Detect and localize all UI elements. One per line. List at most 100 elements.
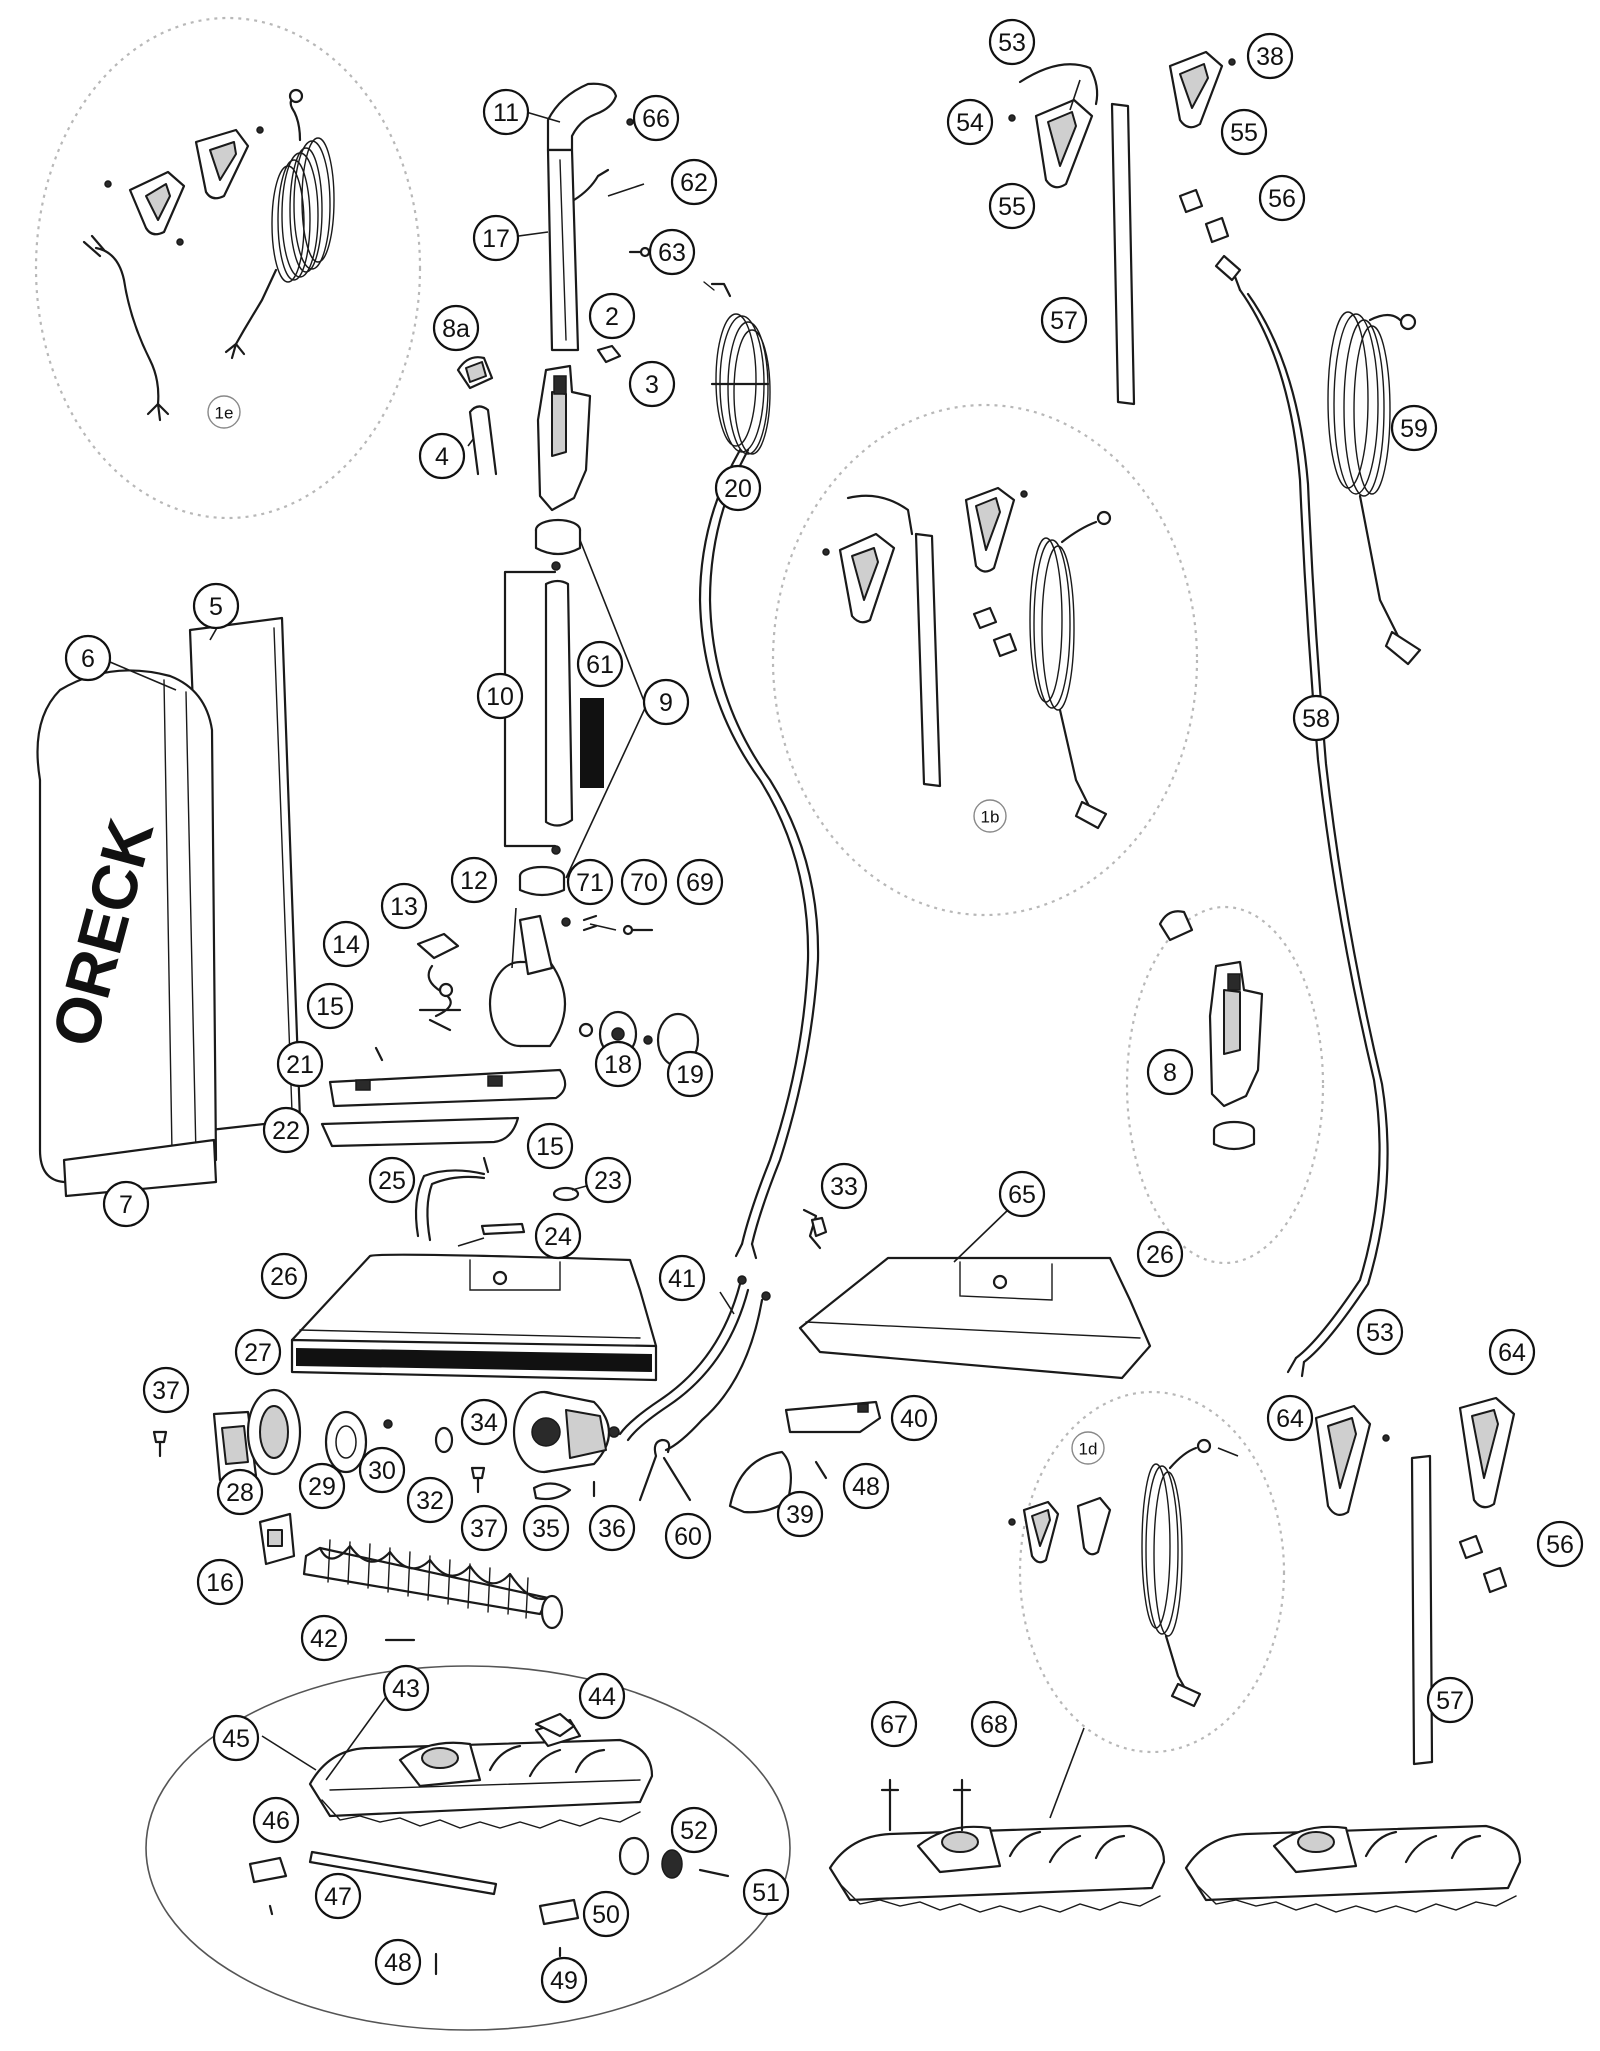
motor-housing-26 xyxy=(290,1253,658,1382)
callout-label: 59 xyxy=(1400,415,1428,443)
callout-label: 23 xyxy=(594,1167,622,1195)
power-cord-20 xyxy=(698,281,820,1260)
callout-37b: 37 xyxy=(460,1504,508,1552)
callout-64a: 64 xyxy=(1266,1394,1314,1442)
callout-label: 25 xyxy=(378,1167,406,1195)
base-assembly-group xyxy=(145,1665,791,2031)
base-plate-right-1 xyxy=(828,1778,1166,1913)
callout-34: 34 xyxy=(460,1398,508,1446)
callout-20: 20 xyxy=(714,464,762,512)
callout-17: 17 xyxy=(472,214,520,262)
callout-37a: 37 xyxy=(142,1366,190,1414)
callout-label: 36 xyxy=(598,1515,626,1543)
callout-8a: 8a xyxy=(432,304,480,352)
callout-label: 56 xyxy=(1546,1531,1574,1559)
callout-1e: 1e xyxy=(207,395,241,429)
callout-58: 58 xyxy=(1292,694,1340,742)
callout-label: 45 xyxy=(222,1725,250,1753)
callout-label: 18 xyxy=(604,1051,632,1079)
kit-1e-parts xyxy=(82,88,335,422)
callout-label: 61 xyxy=(586,651,614,679)
callout-label: 39 xyxy=(786,1501,814,1529)
callout-27: 27 xyxy=(234,1328,282,1376)
callout-7: 7 xyxy=(102,1180,150,1228)
callout-10: 10 xyxy=(476,672,524,720)
callout-label: 8 xyxy=(1163,1059,1177,1087)
callout-8: 8 xyxy=(1146,1048,1194,1096)
callout-54: 54 xyxy=(946,98,994,146)
switch-and-wires xyxy=(618,1208,828,1452)
callout-51: 51 xyxy=(742,1868,790,1916)
callout-label: 20 xyxy=(724,475,752,503)
callout-57b: 57 xyxy=(1426,1676,1474,1724)
callout-12: 12 xyxy=(450,856,498,904)
callout-label: 30 xyxy=(368,1457,396,1485)
callout-label: 64 xyxy=(1276,1405,1304,1433)
bag-assembly: ORECK xyxy=(36,616,302,1198)
callout-50: 50 xyxy=(582,1890,630,1938)
callout-55a: 55 xyxy=(988,182,1036,230)
callout-label: 5 xyxy=(209,593,223,621)
callout-26a: 26 xyxy=(260,1252,308,1300)
callout-label: 44 xyxy=(588,1683,616,1711)
base-plate-right-2 xyxy=(1184,1824,1522,1913)
callout-label: 19 xyxy=(676,1061,704,1089)
callout-label: 64 xyxy=(1498,1339,1526,1367)
callout-9: 9 xyxy=(642,678,690,726)
callout-26b: 26 xyxy=(1136,1230,1184,1278)
callout-label: 71 xyxy=(576,869,604,897)
callout-32: 32 xyxy=(406,1476,454,1524)
callout-label: 55 xyxy=(998,193,1026,221)
callout-19: 19 xyxy=(666,1050,714,1098)
callout-label: 12 xyxy=(460,867,488,895)
callout-15a: 15 xyxy=(306,982,354,1030)
callout-label: 9 xyxy=(659,689,673,717)
callout-46: 46 xyxy=(252,1796,300,1844)
handle-assembly xyxy=(456,82,651,897)
kit-1b-parts xyxy=(822,486,1112,830)
callout-62: 62 xyxy=(670,158,718,206)
callout-59: 59 xyxy=(1390,404,1438,452)
kit-1d-parts xyxy=(1008,1438,1212,1708)
callout-label: 38 xyxy=(1256,43,1284,71)
callout-69: 69 xyxy=(676,858,724,906)
callout-label: 15 xyxy=(536,1133,564,1161)
callout-label: 16 xyxy=(206,1569,234,1597)
kit-1b-group xyxy=(771,403,1199,917)
callout-label: 48 xyxy=(852,1473,880,1501)
callout-41: 41 xyxy=(658,1254,706,1302)
callout-39: 39 xyxy=(776,1490,824,1538)
callout-label: 26 xyxy=(1146,1241,1174,1269)
callout-15b: 15 xyxy=(526,1122,574,1170)
callout-47: 47 xyxy=(314,1872,362,1920)
callout-30: 30 xyxy=(358,1446,406,1494)
callout-label: 29 xyxy=(308,1473,336,1501)
callout-label: 47 xyxy=(324,1883,352,1911)
callout-71: 71 xyxy=(566,858,614,906)
callout-49: 49 xyxy=(540,1956,588,2004)
callout-label: 43 xyxy=(392,1675,420,1703)
callout-13: 13 xyxy=(380,882,428,930)
callout-label: 4 xyxy=(435,443,449,471)
callout-label: 49 xyxy=(550,1967,578,1995)
callout-label: 14 xyxy=(332,931,360,959)
callout-label: 33 xyxy=(830,1173,858,1201)
callout-65: 65 xyxy=(998,1170,1046,1218)
callout-25: 25 xyxy=(368,1156,416,1204)
callout-16: 16 xyxy=(196,1558,244,1606)
callout-label: 54 xyxy=(956,109,984,137)
callout-label: 58 xyxy=(1302,705,1330,733)
callout-label: 34 xyxy=(470,1409,498,1437)
callout-64b: 64 xyxy=(1488,1328,1536,1376)
callout-2: 2 xyxy=(588,292,636,340)
callout-1d: 1d xyxy=(1071,1431,1105,1465)
callout-label: 28 xyxy=(226,1479,254,1507)
callout-23: 23 xyxy=(584,1156,632,1204)
callout-4: 4 xyxy=(418,432,466,480)
callout-label: 26 xyxy=(270,1263,298,1291)
callout-67: 67 xyxy=(870,1700,918,1748)
callout-label: 3 xyxy=(645,371,659,399)
callout-label: 41 xyxy=(668,1265,696,1293)
callout-63: 63 xyxy=(648,228,696,276)
callout-label: 52 xyxy=(680,1817,708,1845)
